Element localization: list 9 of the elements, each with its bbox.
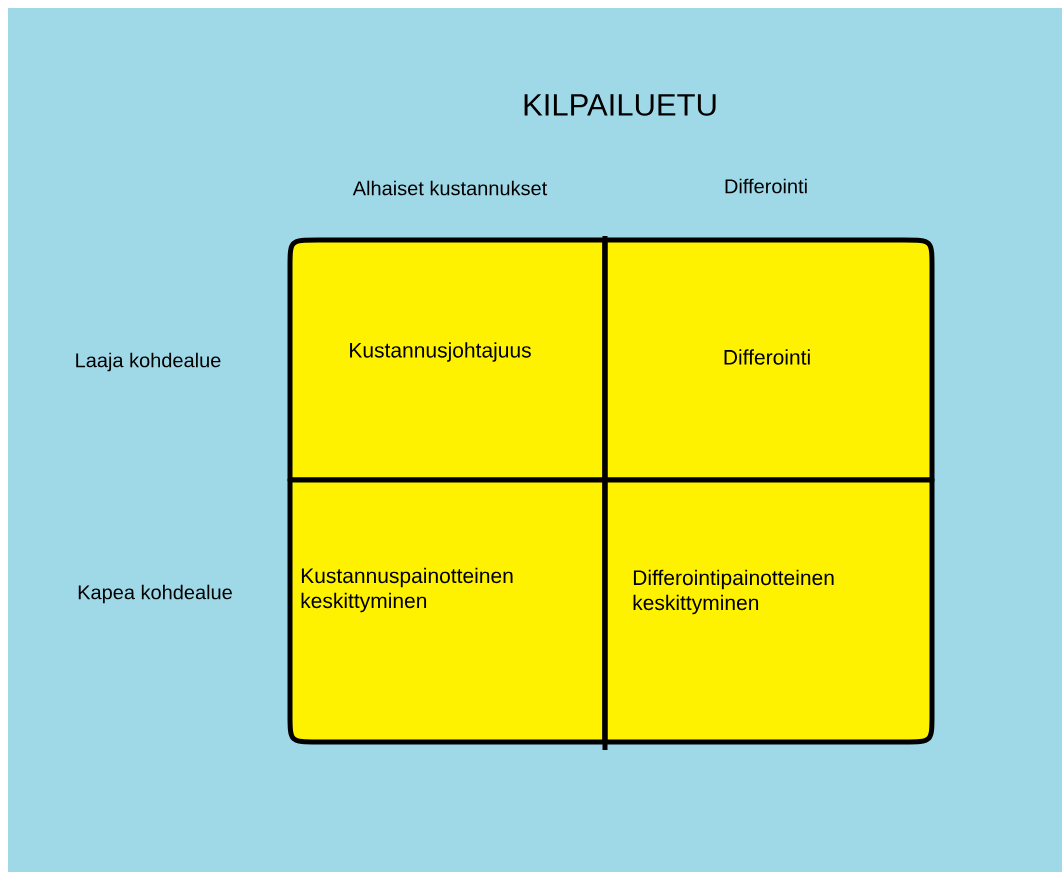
row-label: Kapea kohdealue <box>78 584 232 604</box>
quadrant-cell: Differointipainotteinen keskittyminen <box>602 477 935 745</box>
quadrant-cell: Kustannusjohtajuus <box>287 237 608 483</box>
title: KILPAILUETU <box>524 94 716 116</box>
row-label: Laaja kohdealue <box>76 352 221 372</box>
column-header: Alhaiset kustannukset <box>352 180 548 196</box>
column-header: Differointi <box>725 178 807 194</box>
quadrant-cell: Differointi <box>602 237 935 483</box>
quadrant-cell: Kustannuspainotteinen keskittyminen <box>287 477 608 745</box>
